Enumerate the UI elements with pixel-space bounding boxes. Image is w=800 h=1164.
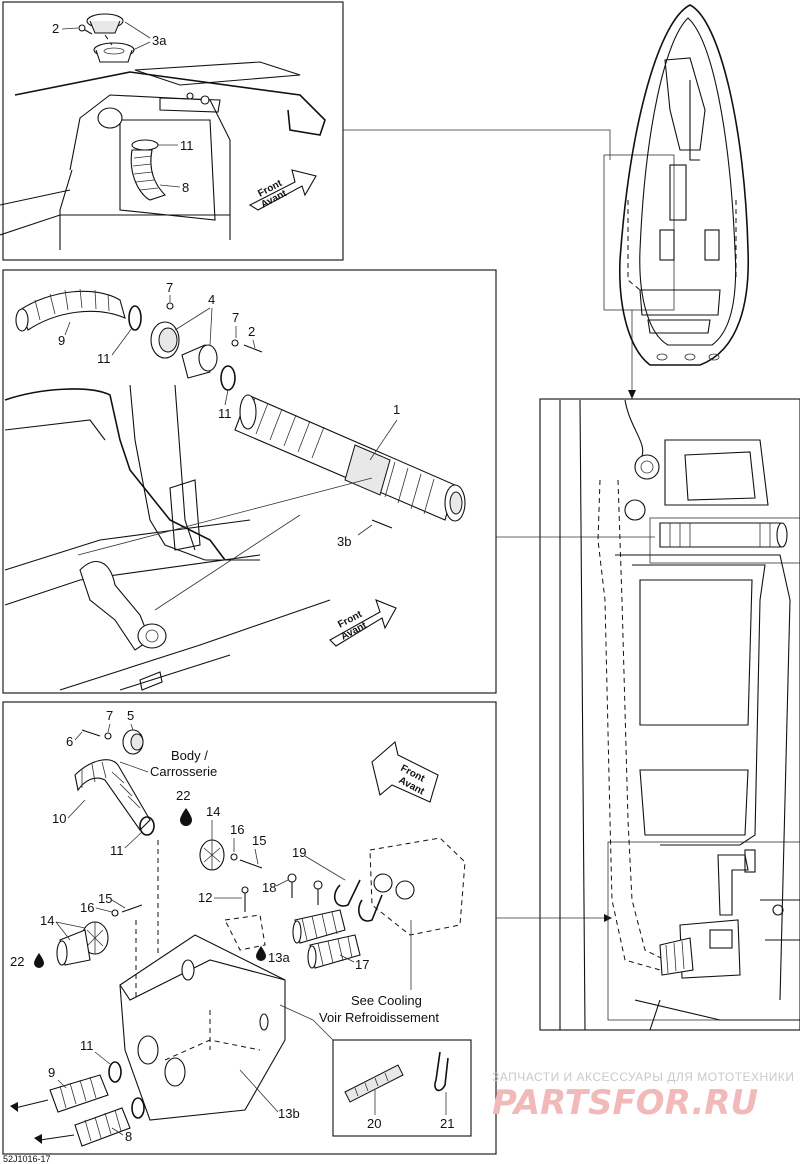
callout-11-mid-a: 11: [97, 351, 111, 366]
label-body: Body /: [171, 748, 208, 763]
callout-21: 21: [440, 1116, 454, 1131]
callout-11-top: 11: [180, 138, 194, 153]
figure-code: 52J1016-17: [3, 1154, 51, 1164]
label-see-cooling: See Cooling: [351, 993, 422, 1008]
callout-12: 12: [198, 890, 212, 905]
callout-3b: 3b: [337, 534, 351, 549]
panel-connectors: [343, 129, 800, 1021]
callout-2-mid: 2: [248, 324, 255, 339]
label-carrosserie: Carrosserie: [150, 764, 217, 779]
callout-17: 17: [355, 957, 369, 972]
bottom-panel-artwork: [10, 729, 472, 1147]
callout-1: 1: [393, 402, 400, 417]
callout-11-bottom-b: 11: [80, 1038, 94, 1053]
callout-18: 18: [262, 880, 276, 895]
callout-15-b: 15: [98, 891, 112, 906]
right-closeup-artwork: [559, 399, 800, 1031]
panel-right-closeup: [539, 398, 800, 1031]
callout-14-b: 14: [40, 913, 54, 928]
watermark-subtitle: ЗАПЧАСТИ И АКСЕССУАРЫ ДЛЯ МОТОТЕХНИКИ: [492, 1070, 794, 1084]
callout-7-mid-a: 7: [166, 280, 173, 295]
callout-9-bottom: 9: [48, 1065, 55, 1080]
callout-6: 6: [66, 734, 73, 749]
callout-7-mid-b: 7: [232, 310, 239, 325]
watermark-logo: PARTSFOR.RU: [492, 1083, 758, 1123]
callout-16-b: 16: [80, 900, 94, 915]
callout-5: 5: [127, 708, 134, 723]
callout-20: 20: [367, 1116, 381, 1131]
craft-top-view: [618, 4, 750, 366]
callout-2-top: 2: [52, 21, 59, 36]
callout-16-a: 16: [230, 822, 244, 837]
callout-9-mid: 9: [58, 333, 65, 348]
callout-7-bottom: 7: [106, 708, 113, 723]
callout-10: 10: [52, 811, 66, 826]
callout-14-a: 14: [206, 804, 220, 819]
callout-11-bottom-a: 11: [110, 843, 124, 858]
callout-3a: 3a: [152, 33, 167, 48]
middle-panel-artwork: [4, 288, 466, 691]
callout-22-b: 22: [10, 954, 24, 969]
callout-13a: 13a: [268, 950, 290, 965]
label-voir-refroidissement: Voir Refroidissement: [319, 1010, 439, 1025]
top-panel-artwork: [0, 13, 326, 250]
callout-19: 19: [292, 845, 306, 860]
callout-15-a: 15: [252, 833, 266, 848]
callout-4: 4: [208, 292, 215, 307]
callout-13b: 13b: [278, 1106, 300, 1121]
callout-8-bottom: 8: [125, 1129, 132, 1144]
callout-8-top: 8: [182, 180, 189, 195]
callout-11-mid-b: 11: [218, 406, 232, 421]
callout-22-a: 22: [176, 788, 190, 803]
